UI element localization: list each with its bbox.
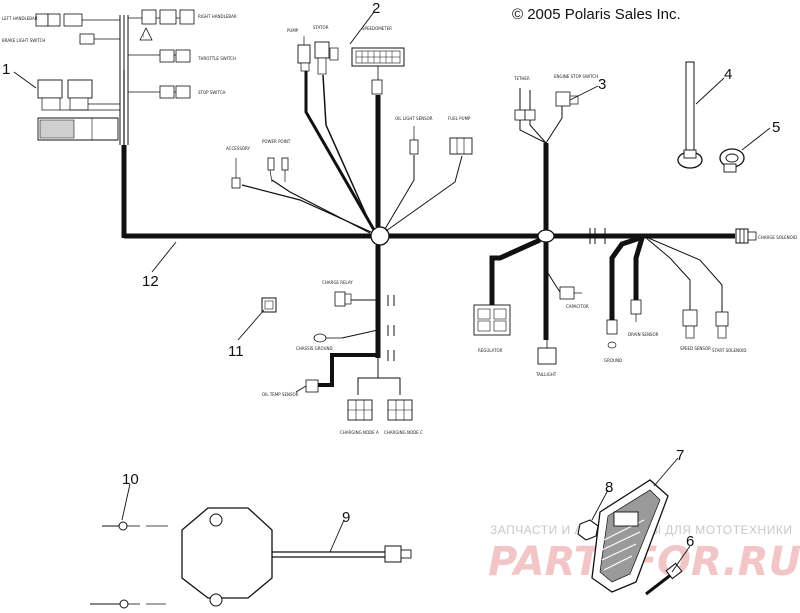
power-point-label: POWER POINT: [262, 139, 291, 144]
accessory-connector: [231, 158, 241, 189]
caution-symbol: !: [143, 34, 145, 39]
callout-5: 5: [772, 119, 780, 136]
charging-node-a: [347, 399, 373, 421]
right-handlebar-label: RIGHT HANDLEBAR: [198, 14, 237, 19]
brake-light-switch-label: BRAKE LIGHT SWITCH: [2, 38, 45, 43]
throttle-switch-label: THROTTLE SWITCH: [197, 56, 236, 61]
speedometer-label: SPEEDOMETER: [362, 26, 392, 31]
charging-node-a-label: CHARGING NODE A: [340, 430, 379, 435]
oil-temp-sensor: [295, 379, 319, 393]
chassis-ground: [313, 333, 342, 343]
speed-sensor-label: SPEED SENSOR: [680, 346, 711, 351]
start-solenoid: [715, 311, 729, 339]
callout-6: 6: [686, 533, 694, 550]
lower-center-branches: [318, 245, 401, 395]
left-handlebar-label: LEFT HANDLEBAR: [2, 16, 38, 21]
voltage-regulator-part: [591, 479, 669, 593]
drain-sensor: [630, 299, 642, 322]
tether-label: TETHER: [513, 76, 530, 81]
copyright-notice: © 2005 Polaris Sales Inc.: [512, 6, 681, 23]
charge-solenoid-label: CHARGE SOLENOID: [758, 235, 797, 240]
oil-light-sensor-connector: [409, 126, 419, 155]
callout-12: 12: [142, 273, 159, 290]
left-handlebar-cluster: [35, 13, 120, 141]
start-solenoid-label: START SOLENOID: [712, 348, 746, 353]
pump-label: PUMP: [287, 28, 299, 33]
charging-node-c-label: CHARGING NODE C: [384, 430, 423, 435]
power-point-connector: [267, 157, 289, 183]
callout-10: 10: [122, 471, 139, 488]
callout-9: 9: [342, 509, 350, 526]
ground-connector: [606, 319, 618, 349]
callout-7: 7: [676, 447, 684, 464]
right-handlebar-connectors: [128, 9, 195, 99]
wire-clip: [719, 148, 745, 173]
stop-switch-label: STOP SWITCH: [198, 90, 226, 95]
cable-tie: [677, 61, 703, 169]
charge-relay: [334, 291, 352, 307]
relay-part: [261, 297, 277, 313]
hex-nut: [577, 519, 599, 541]
callout-3: 3: [598, 76, 606, 93]
stator-label: STATOR: [313, 25, 329, 30]
stator-connector: [314, 41, 339, 75]
bolt: [645, 562, 683, 596]
capacitor-label: CAPACITOR: [566, 304, 589, 309]
pump-connector: [297, 36, 311, 72]
callout-4: 4: [724, 66, 732, 83]
callout-8: 8: [605, 479, 613, 496]
accessory-label: ACCESSORY: [226, 146, 251, 151]
ground-label: GROUND: [604, 358, 622, 363]
callout-11: 11: [228, 343, 244, 360]
charging-node-c: [387, 399, 413, 421]
lower-right-branches: [489, 235, 723, 340]
cdi-module: [181, 507, 412, 607]
taillight: [537, 340, 557, 365]
drain-sensor-label: DRAIN SENSOR: [628, 332, 659, 337]
capacitor: [559, 286, 582, 300]
taillight-label: TAILLIGHT: [535, 372, 557, 377]
engine-stop-switch-label: ENGINE STOP SWITCH: [554, 74, 598, 79]
fuel-pump-connector: [449, 137, 473, 155]
fuel-pump-label: FUEL PUMP: [448, 116, 471, 121]
charge-relay-label: CHARGE RELAY: [322, 280, 353, 285]
oil-light-sensor-label: OIL LIGHT SENSOR: [395, 116, 433, 121]
chassis-ground-label: CHASSIS GROUND: [296, 346, 333, 351]
oil-temp-sensor-label: OIL TEMP SENSOR: [262, 392, 299, 397]
tether-switch-group: [514, 88, 579, 230]
upper-branches: [241, 70, 463, 234]
speed-sensor: [682, 309, 698, 339]
mounting-screws: [90, 521, 168, 609]
regulator: [473, 304, 511, 336]
callout-1: 1: [2, 61, 10, 78]
main-harness: [119, 15, 757, 246]
speedometer-connector: [351, 47, 405, 95]
callout-2: 2: [372, 0, 380, 17]
leader-lines: [13, 11, 771, 573]
regulator-label: REGULATOR: [478, 348, 503, 353]
